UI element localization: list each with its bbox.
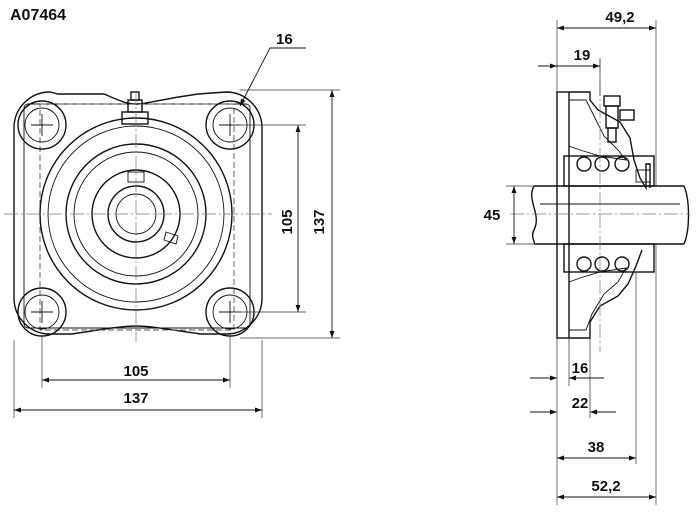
bolt-hole-top-left (17, 100, 67, 150)
front-view (4, 90, 272, 342)
set-screw (127, 171, 179, 245)
bolt-spacing-vertical-label: 105 (279, 209, 296, 234)
flange-height-label: 137 (311, 209, 328, 234)
flange-thickness-label: 16 (572, 360, 589, 377)
housing-bottom (569, 249, 643, 339)
housing-section-bottom (568, 267, 627, 331)
bolt-hole-leader (239, 47, 271, 107)
housing-section-top (568, 99, 628, 161)
bearing-insert-top (563, 155, 655, 187)
housing-depth-label: 22 (572, 395, 589, 412)
overall-length-top-label: 49,2 (605, 9, 634, 26)
insert-width-label: 38 (588, 439, 605, 456)
grease-nipple (121, 91, 149, 125)
front-dimensions: 16 105 137 105 137 (13, 31, 340, 418)
bolt-hole-bottom-left (17, 287, 67, 337)
bolt-spacing-horizontal-label: 105 (123, 363, 148, 380)
inner-plate (23, 103, 251, 329)
side-view (510, 60, 690, 352)
flange-width-label: 137 (123, 390, 148, 407)
part-code: A07464 (10, 7, 67, 24)
overall-length-bottom-label: 52,2 (591, 478, 620, 495)
shaft-diameter-label: 45 (484, 207, 501, 224)
hidden-body (39, 103, 235, 331)
bearing-insert-bottom (563, 243, 655, 273)
shaft (531, 185, 690, 245)
housing-top (569, 91, 651, 191)
flange-outline (13, 91, 263, 335)
flange-plate (556, 91, 570, 339)
side-dimensions: 49,2 19 45 16 22 38 52,2 (484, 9, 657, 505)
grease-nipple-side (603, 95, 635, 143)
flange-to-grease-label: 19 (574, 47, 591, 64)
bolt-hole-dim-label: 16 (276, 31, 293, 48)
